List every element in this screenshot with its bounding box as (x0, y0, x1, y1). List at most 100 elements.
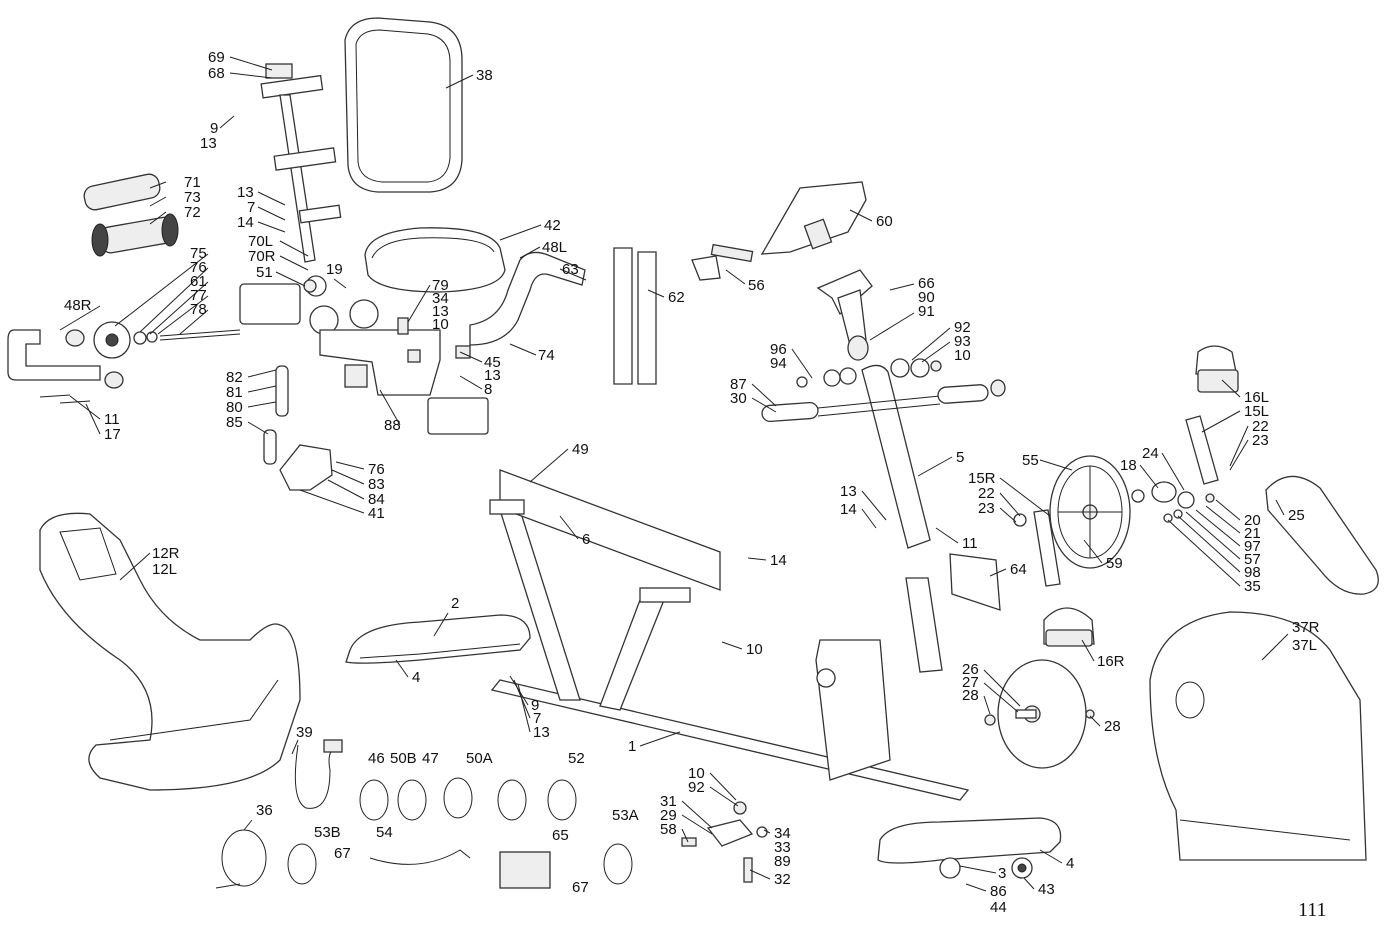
part-callout: 88 (384, 417, 401, 434)
part-callout: 56 (748, 277, 765, 294)
part-callout: 37R (1292, 619, 1320, 636)
part-callout: 34 (432, 290, 449, 307)
part-callout: 65 (552, 827, 569, 844)
part-callout: 27 (962, 674, 979, 691)
part-callout: 13 (200, 135, 217, 152)
part-callout: 22 (978, 485, 995, 502)
part-callout: 14 (237, 214, 254, 231)
part-callout: 53A (612, 807, 639, 824)
part-callout: 60 (876, 213, 893, 230)
part-callout: 31 (660, 793, 677, 810)
part-callout: 57 (1244, 551, 1261, 568)
part-callout: 13 (432, 303, 449, 320)
part-callout: 10 (954, 347, 971, 364)
drive-pulley (1049, 455, 1131, 569)
page-number: 111 (1298, 899, 1327, 921)
part-callout: 50A (466, 750, 493, 767)
seat-back-part (344, 17, 463, 193)
part-callout: 54 (376, 824, 393, 841)
part-callout: 13 (840, 483, 857, 500)
part-callout: 8 (484, 381, 492, 398)
part-callout: 77 (190, 287, 207, 304)
part-callout: 92 (688, 779, 705, 796)
part-callout: 6 (582, 531, 590, 548)
part-callout: 13 (484, 367, 501, 384)
part-callout: 48R (64, 297, 92, 314)
seat-cushion-part (364, 227, 506, 293)
part-callout: 51 (256, 264, 273, 281)
part-callout: 96 (770, 341, 787, 358)
part-callout: 18 (1120, 457, 1137, 474)
part-callout: 4 (1066, 855, 1074, 872)
seat-slide-mechanism (239, 275, 489, 435)
part-callout: 10 (432, 316, 449, 333)
left-shroud (39, 512, 301, 791)
part-callout: 75 (190, 245, 207, 262)
part-callout: 49 (572, 441, 589, 458)
part-callout: 36 (256, 802, 273, 819)
part-callout: 86 (990, 883, 1007, 900)
part-callout: 28 (1104, 718, 1121, 735)
wiring-harnesses (215, 739, 633, 889)
part-callout: 30 (730, 390, 747, 407)
seat-back-frame (260, 63, 342, 263)
part-callout: 71 (184, 174, 201, 191)
part-callout: 15L (1244, 403, 1269, 420)
flywheel (984, 659, 1095, 769)
console-mount (816, 269, 873, 361)
part-callout: 84 (368, 491, 385, 508)
part-callout: 22 (1252, 418, 1269, 435)
part-callout: 44 (990, 899, 1007, 916)
part-callout: 21 (1244, 525, 1261, 542)
part-callout: 35 (1244, 578, 1261, 595)
part-callout: 74 (538, 347, 555, 364)
part-callout: 61 (190, 273, 207, 290)
part-callout: 91 (918, 303, 935, 320)
part-callout: 7 (247, 199, 255, 216)
part-callout: 67 (334, 845, 351, 862)
part-callout: 68 (208, 65, 225, 82)
part-callout: 93 (954, 333, 971, 350)
part-callout: 78 (190, 301, 207, 318)
part-callout: 1 (628, 738, 636, 755)
part-callout: 72 (184, 204, 201, 221)
crank-hub-parts (1013, 481, 1215, 527)
part-callout: 3 (998, 865, 1006, 882)
part-callout: 79 (432, 277, 449, 294)
part-callout: 46 (368, 750, 385, 767)
part-callout: 16L (1244, 389, 1269, 406)
handle-grip-assembly (83, 173, 179, 257)
part-callout: 41 (368, 505, 385, 522)
part-callout: 64 (1010, 561, 1027, 578)
part-callout: 70R (248, 248, 276, 265)
part-callout: 81 (226, 384, 243, 401)
part-callout: 9 (210, 120, 218, 137)
part-callout: 94 (770, 355, 787, 372)
part-callout: 66 (918, 275, 935, 292)
tension-assembly (681, 801, 768, 883)
console-part (691, 181, 867, 281)
part-callout: 43 (1038, 881, 1055, 898)
part-callout: 20 (1244, 512, 1261, 529)
part-callout: 11 (962, 535, 978, 552)
part-callout: 25 (1288, 507, 1305, 524)
part-callout: 63 (562, 261, 579, 278)
part-callout: 11 (104, 411, 120, 428)
part-callout: 12R (152, 545, 180, 562)
front-stabilizer (877, 817, 1062, 879)
part-callout: 33 (774, 839, 791, 856)
part-callout: 76 (368, 461, 385, 478)
rear-stabilizer (345, 614, 531, 664)
part-callout: 97 (1244, 538, 1261, 555)
part-callout: 10 (746, 641, 763, 658)
part-callout: 59 (1106, 555, 1123, 572)
main-frame (489, 469, 970, 801)
part-callout: 45 (484, 354, 501, 371)
part-callout: 10 (688, 765, 705, 782)
part-callout: 52 (568, 750, 585, 767)
part-callout: 90 (918, 289, 935, 306)
part-callout: 9 (531, 697, 539, 714)
part-callout: 58 (660, 821, 677, 838)
part-callout: 92 (954, 319, 971, 336)
part-callout: 87 (730, 376, 747, 393)
